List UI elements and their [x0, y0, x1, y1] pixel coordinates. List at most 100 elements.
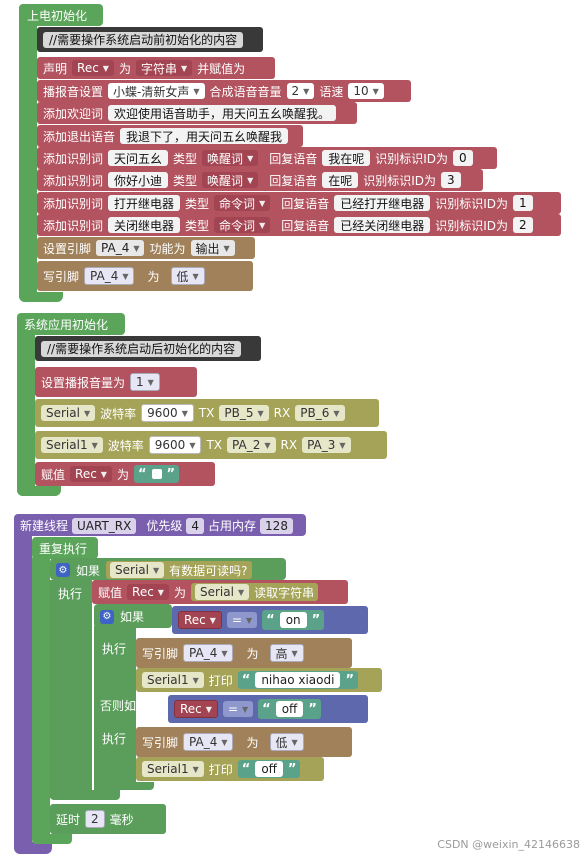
set-pin-label: 设置引脚	[43, 241, 92, 256]
string-on-field[interactable]: on	[279, 612, 307, 628]
recognition-word-block[interactable]: 添加识别词 打开继电器 类型 命令词▼ 回复语音 已经打开继电器 识别标识ID为…	[37, 192, 561, 214]
serial-init-block[interactable]: Serial▼ 波特率 9600▼ TX PB_5▼ RX PB_6▼	[35, 399, 379, 427]
tx-pin-dropdown[interactable]: PB_5▼	[219, 405, 269, 421]
word-type-dropdown[interactable]: 唤醒词▼	[202, 172, 259, 188]
type-dropdown[interactable]: 字符串▼	[135, 60, 193, 76]
thread-name-input[interactable]: UART_RX	[72, 517, 137, 534]
reply-input[interactable]: 已经关闭继电器	[334, 217, 431, 233]
voice-dropdown[interactable]: 小蝶-清新女声▼	[108, 83, 205, 99]
write-pin-high-block[interactable]: 写引脚 PA_4▼ 为 高▼	[136, 638, 352, 668]
string-off-field[interactable]: off	[275, 701, 304, 717]
word-input[interactable]: 关闭继电器	[108, 217, 181, 233]
reply-input[interactable]: 我在呢	[322, 150, 371, 166]
power-on-init-block[interactable]	[19, 4, 103, 26]
exit-voice-block[interactable]: 添加退出语音 我退下了，用天问五幺唤醒我	[37, 125, 303, 147]
recognition-word-block[interactable]: 添加识别词 关闭继电器 类型 命令词▼ 回复语音 已经关闭继电器 识别标识ID为…	[37, 214, 561, 236]
baud-dropdown[interactable]: 9600▼	[148, 436, 202, 454]
write-pin-low-block[interactable]: 写引脚 PA_4▼ 为 低▼	[136, 727, 352, 757]
empty-string-field[interactable]	[151, 469, 162, 479]
recognition-word-block[interactable]: 添加识别词 你好小迪 类型 唤醒词▼ 回复语音 在呢 识别标识ID为 3	[37, 169, 483, 191]
delay-input[interactable]: 2	[85, 810, 105, 828]
comment-block[interactable]: //需要操作系统启动后初始化的内容	[35, 336, 261, 361]
word-type-dropdown[interactable]: 命令词▼	[214, 195, 271, 211]
var-dropdown[interactable]: Rec▼	[178, 611, 222, 629]
assign-read-block[interactable]: 赋值 Rec▼ 为 Serial▼ 读取字符串	[92, 580, 348, 604]
serial1-init-block[interactable]: Serial1▼ 波特率 9600▼ TX PA_2▼ RX PA_3▼	[35, 431, 387, 459]
serial-dropdown[interactable]: Serial1▼	[142, 672, 204, 688]
repeat-block[interactable]	[32, 537, 98, 559]
word-type-dropdown[interactable]: 命令词▼	[214, 217, 271, 233]
speed-dropdown[interactable]: 10▼	[348, 83, 384, 99]
set-volume-block[interactable]: 设置播报音量为 1▼	[35, 367, 197, 397]
compare-on-block[interactable]: Rec▼ =▼ “ on ”	[172, 606, 368, 634]
set-pin-block[interactable]: 设置引脚 PA_4▼ 功能为 输出▼	[37, 237, 255, 259]
print-nihao-block[interactable]: Serial1▼ 打印 “ nihao xiaodi ”	[136, 668, 382, 692]
var-dropdown[interactable]: Rec▼	[72, 60, 114, 76]
baud-dropdown[interactable]: 9600▼	[141, 404, 194, 422]
level-dropdown[interactable]: 低▼	[269, 733, 304, 751]
word-type-dropdown[interactable]: 唤醒词▼	[202, 150, 259, 166]
serial-dropdown[interactable]: Serial▼	[194, 584, 250, 600]
write-pin-block[interactable]: 写引脚 PA_4▼ 为 低▼	[37, 261, 253, 291]
voice-setting-block[interactable]: 播报音设置 小蝶-清新女声▼ 合成语音音量 2▼ 语速 10▼	[37, 80, 411, 102]
string-off-print-field[interactable]: off	[255, 761, 283, 777]
pin-dropdown[interactable]: PA_4▼	[183, 644, 234, 662]
serial-available-block[interactable]: Serial▼ 有数据可读吗?	[106, 561, 252, 579]
reply-input[interactable]: 已经打开继电器	[334, 195, 431, 211]
string-on-block[interactable]: “ on ”	[262, 610, 325, 630]
rx-pin-dropdown[interactable]: PA_3▼	[302, 437, 351, 453]
type-label: 类型	[173, 151, 198, 166]
level-dropdown[interactable]: 高▼	[269, 644, 304, 662]
pin-dropdown[interactable]: PA_4▼	[96, 240, 145, 256]
id-input[interactable]: 1	[513, 195, 533, 211]
pin-dropdown[interactable]: PA_4▼	[84, 267, 135, 285]
var-dropdown[interactable]: Rec▼	[174, 700, 218, 718]
operator-dropdown[interactable]: =▼	[226, 612, 258, 628]
string-off-block[interactable]: “ off ”	[258, 699, 321, 719]
welcome-text-input[interactable]: 欢迎使用语音助手，用天问五幺唤醒我。	[108, 105, 337, 121]
priority-input[interactable]: 4	[186, 517, 205, 534]
var-dropdown[interactable]: Rec▼	[70, 466, 112, 482]
comment-text[interactable]: //需要操作系统启动前初始化的内容	[43, 31, 244, 48]
volume-dropdown[interactable]: 2▼	[286, 83, 315, 99]
welcome-block[interactable]: 添加欢迎词 欢迎使用语音助手，用天问五幺唤醒我。	[37, 102, 357, 124]
declare-var-block[interactable]: 声明 Rec▼ 为 字符串▼ 并赋值为	[37, 57, 275, 79]
serial-read-block[interactable]: Serial▼ 读取字符串	[190, 583, 319, 601]
recognition-word-block[interactable]: 添加识别词 天问五幺 类型 唤醒词▼ 回复语音 我在呢 识别标识ID为 0	[37, 147, 497, 169]
operator-dropdown[interactable]: =▼	[222, 701, 254, 717]
system-init-block[interactable]	[17, 313, 125, 335]
empty-string-block[interactable]: “ ”	[133, 465, 180, 483]
var-dropdown[interactable]: Rec▼	[127, 584, 169, 600]
func-dropdown[interactable]: 输出▼	[190, 240, 235, 256]
gear-icon[interactable]: ⚙	[100, 609, 114, 624]
serial-dropdown[interactable]: Serial▼	[41, 405, 96, 421]
compare-off-block[interactable]: Rec▼ =▼ “ off ”	[168, 695, 368, 723]
rx-pin-dropdown[interactable]: PB_6▼	[295, 405, 345, 421]
level-dropdown[interactable]: 低▼	[170, 267, 205, 285]
tx-pin-dropdown[interactable]: PA_2▼	[227, 437, 276, 453]
gear-icon[interactable]: ⚙	[56, 563, 70, 577]
declare-label: 声明	[43, 61, 68, 76]
id-input[interactable]: 3	[441, 172, 461, 188]
print-off-block[interactable]: Serial1▼ 打印 “ off ”	[136, 757, 324, 781]
comment-block[interactable]: //需要操作系统启动前初始化的内容	[37, 27, 263, 52]
serial-dropdown[interactable]: Serial1▼	[41, 437, 103, 453]
word-input[interactable]: 你好小迪	[108, 172, 169, 188]
string-off-print-block[interactable]: “ off ”	[237, 760, 301, 778]
comment-text[interactable]: //需要操作系统启动后初始化的内容	[41, 340, 242, 357]
word-input[interactable]: 天问五幺	[108, 150, 169, 166]
id-input[interactable]: 0	[453, 150, 473, 166]
word-input[interactable]: 打开继电器	[108, 195, 181, 211]
memory-input[interactable]: 128	[260, 517, 293, 534]
volume-dropdown[interactable]: 1▼	[130, 373, 160, 391]
exit-voice-text-input[interactable]: 我退下了，用天问五幺唤醒我	[120, 128, 289, 144]
id-input[interactable]: 2	[513, 217, 533, 233]
pin-dropdown[interactable]: PA_4▼	[183, 733, 234, 751]
string-nihao-field[interactable]: nihao xiaodi	[255, 672, 341, 688]
serial-dropdown[interactable]: Serial1▼	[142, 761, 204, 777]
delay-block[interactable]: 延时 2 毫秒	[50, 804, 166, 834]
assign-rec-block[interactable]: 赋值 Rec▼ 为 “ ”	[35, 462, 215, 486]
string-nihao-block[interactable]: “ nihao xiaodi ”	[237, 671, 358, 689]
reply-input[interactable]: 在呢	[322, 172, 359, 188]
serial-dropdown[interactable]: Serial▼	[110, 562, 165, 578]
